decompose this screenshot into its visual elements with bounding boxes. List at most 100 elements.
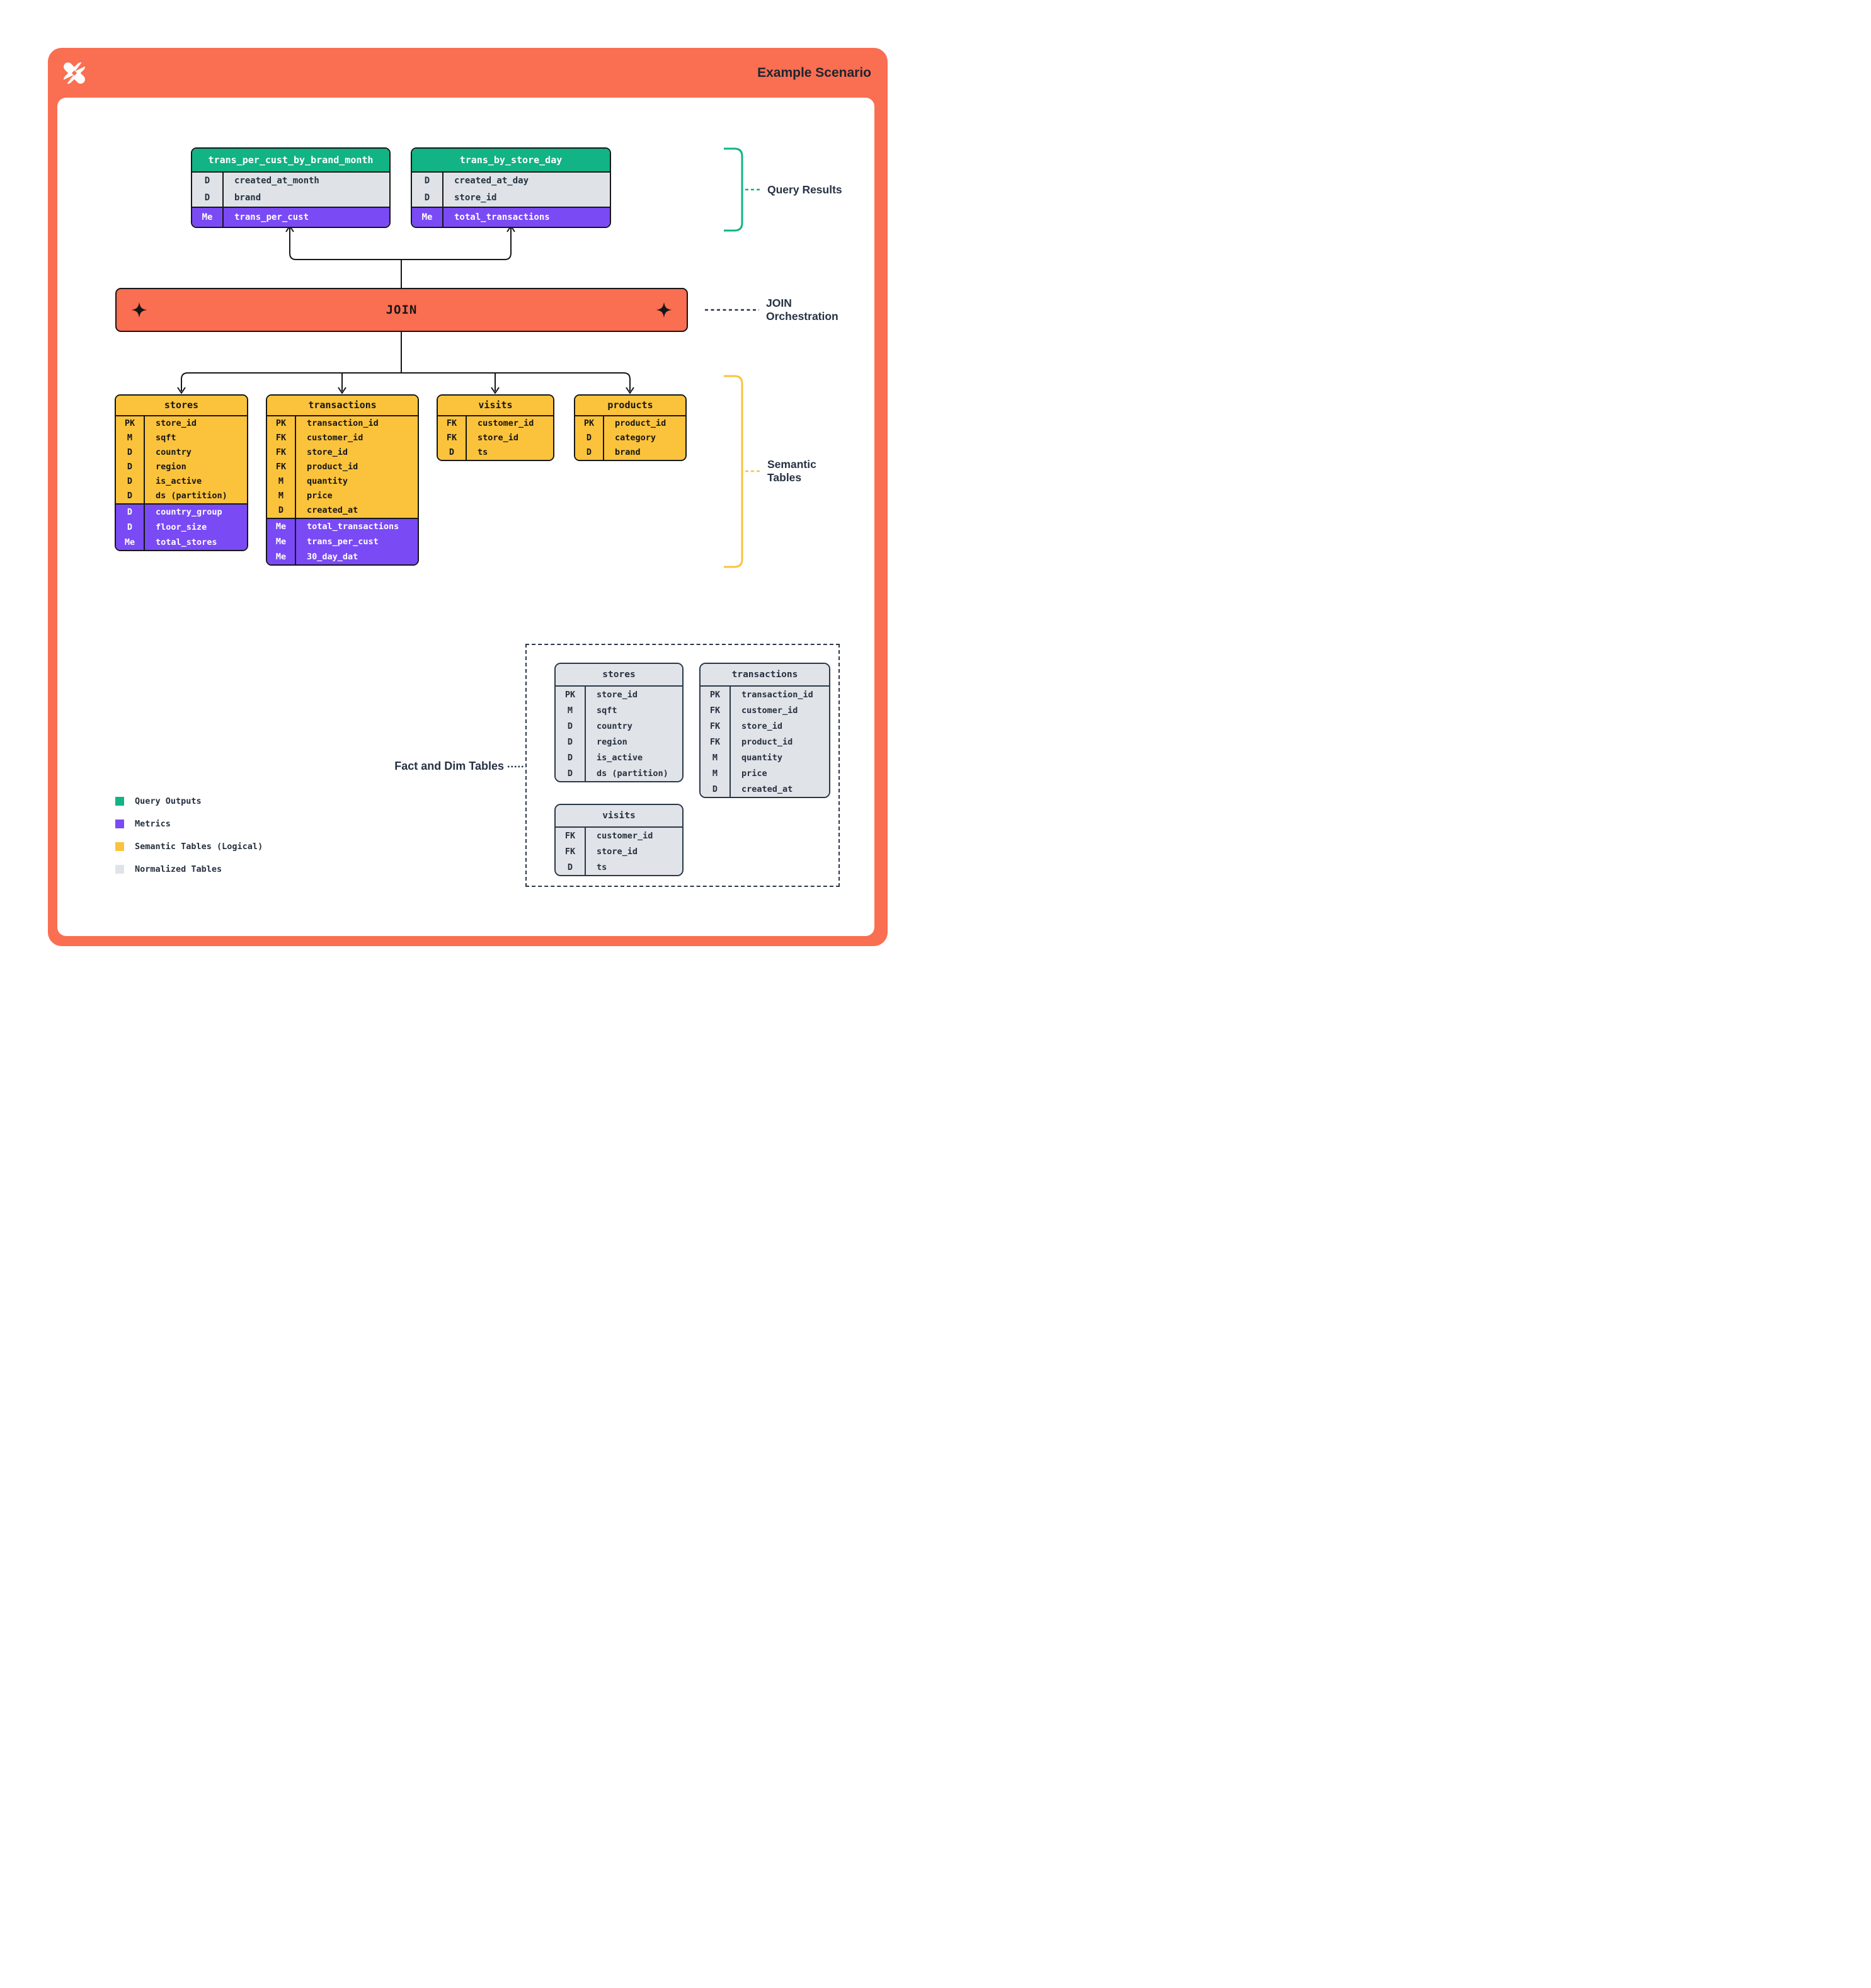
column-key: Me (192, 207, 224, 227)
join-to-semantic-connector (177, 332, 634, 394)
fact-dim-tables-label: Fact and Dim Tables (394, 760, 504, 772)
column-key: PK (575, 416, 604, 431)
column-key: Me (267, 549, 296, 564)
column-name: total_transactions (307, 521, 399, 532)
column-key: FK (556, 828, 586, 843)
page: Example Scenario (0, 0, 936, 994)
page-title: Example Scenario (757, 65, 871, 80)
legend-label: Query Outputs (135, 796, 202, 806)
column-key: FK (701, 702, 731, 718)
arrowhead-down-icon (338, 387, 346, 394)
table-row: FK customer_id (438, 416, 553, 431)
column-name: ts (478, 447, 488, 457)
column-name: brand (234, 193, 261, 203)
column-key: D (116, 519, 145, 535)
column-name: store_id (741, 721, 783, 731)
table-title: trans_per_cust_by_brand_month (192, 149, 389, 173)
column-key: Me (412, 207, 443, 227)
column-key: D (412, 189, 443, 207)
scenario-card: Example Scenario (48, 48, 888, 946)
join-orchestration-line2: Orchestration (766, 310, 838, 323)
column-key: M (116, 430, 145, 445)
column-name: customer_id (478, 418, 534, 428)
column-name: product_id (307, 462, 358, 472)
column-name: product_id (741, 736, 793, 747)
column-key: PK (701, 687, 731, 702)
join-orchestration-line1: JOIN (766, 297, 792, 309)
query-results-label: Query Results (767, 183, 842, 196)
column-name: quantity (741, 752, 783, 763)
semantic-tables-line2: Tables (767, 471, 802, 484)
column-key: D (412, 172, 443, 190)
column-key: FK (267, 430, 296, 445)
column-key: FK (701, 718, 731, 734)
column-name: ts (597, 862, 607, 872)
column-name: sqft (156, 433, 176, 443)
column-name: 30_day_dat (307, 551, 358, 562)
query-results-bracket (724, 147, 743, 232)
column-name: created_at (741, 784, 793, 794)
column-name: country (597, 721, 632, 731)
column-key: D (116, 504, 145, 520)
column-name: transaction_id (307, 418, 379, 428)
sparkle-icon (656, 302, 672, 318)
column-key: Me (267, 534, 296, 549)
pinwheel-star-icon (62, 61, 87, 84)
legend-item: Metrics (115, 819, 263, 829)
column-name: transaction_id (741, 689, 813, 700)
column-key: D (556, 765, 586, 781)
table-title: transactions (701, 664, 829, 687)
column-key: FK (438, 416, 467, 431)
column-name: price (307, 491, 333, 501)
table-row: FK store_id (701, 718, 829, 734)
column-key: FK (267, 445, 296, 460)
table-row: FK product_id (267, 459, 418, 474)
column-key: FK (267, 459, 296, 474)
column-name: floor_size (156, 522, 207, 532)
arrowhead-down-icon (626, 387, 634, 394)
column-name: store_id (478, 433, 519, 443)
legend-item: Query Outputs (115, 796, 263, 806)
column-name: sqft (597, 705, 617, 716)
column-name: store_id (597, 689, 638, 700)
column-name: total_stores (156, 537, 217, 547)
column-key: M (556, 702, 586, 718)
table-row: PK transaction_id (701, 687, 829, 702)
column-key: D (116, 445, 145, 460)
legend-label: Semantic Tables (Logical) (135, 842, 263, 852)
table-title: products (575, 396, 685, 416)
legend-swatch (115, 865, 124, 874)
